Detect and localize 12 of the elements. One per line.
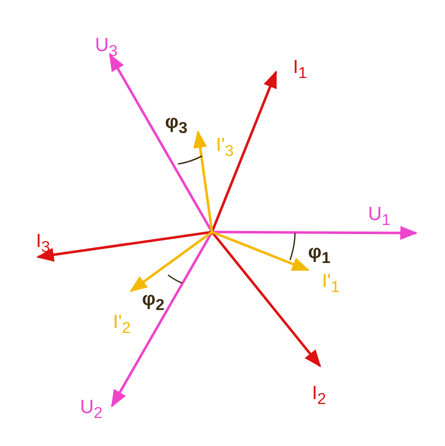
- vector-label: U$_{2}$: [80, 398, 103, 424]
- vector-label: I$_{1}$: [293, 58, 308, 84]
- vector-label: U$_{3}$: [95, 36, 118, 62]
- vector-label: I'$_{2}$: [113, 313, 131, 339]
- angle-label: φ$_{3}$: [165, 113, 188, 139]
- vector-label: I'$_{3}$: [216, 136, 234, 162]
- vector-label: I$_{3}$: [36, 232, 50, 258]
- vector-label: I'$_{1}$: [322, 272, 340, 298]
- angle-label: φ$_{2}$: [142, 290, 164, 316]
- vector-label: U$_{1}$: [368, 205, 391, 231]
- vector-label: I$_{2}$: [312, 384, 326, 410]
- angle-label: φ$_{1}$: [308, 243, 330, 269]
